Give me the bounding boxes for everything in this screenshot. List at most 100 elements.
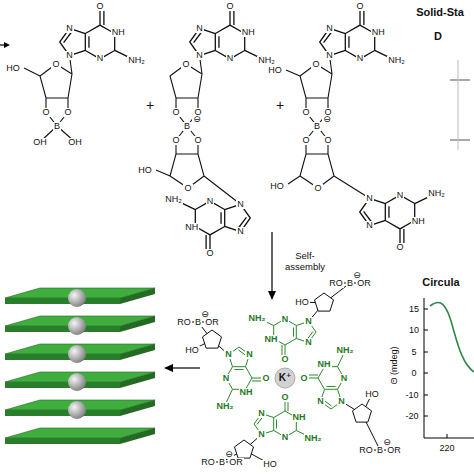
atom-label: N	[365, 194, 374, 203]
quartet-atom-label: N	[316, 397, 325, 406]
atom-label: N	[325, 51, 334, 60]
atom-label: B	[218, 458, 226, 467]
atom-label: O	[301, 108, 310, 117]
panel-label: D	[433, 31, 443, 42]
atom-label: O	[301, 136, 310, 145]
atom-label: B	[183, 122, 191, 131]
quartet-atom-label: NH₂	[248, 314, 267, 323]
quartet-atom-label: NH₂	[336, 346, 355, 355]
quartet-atom-label: N	[224, 350, 233, 359]
atom-label: N	[325, 24, 334, 33]
atom-label: N	[96, 54, 105, 63]
atom-label: OR	[356, 279, 372, 288]
atom-label: ⊖	[322, 115, 332, 124]
quartet-atom-label: N	[257, 430, 266, 439]
quartet-atom-label: NH	[239, 388, 254, 397]
quartet-atom-label: N	[245, 350, 254, 359]
quartet-atom-label: N	[222, 374, 231, 383]
atom-label: RO	[358, 446, 374, 455]
atom-label: HO	[184, 346, 200, 355]
quartet-atom-label: NH	[264, 335, 279, 344]
atom-label: NH	[411, 217, 426, 226]
quartet-atom-label: N	[337, 397, 346, 406]
atom-label: NH₂	[427, 189, 446, 198]
ion-label: K⁺	[278, 373, 293, 383]
atom-label: O	[63, 108, 72, 117]
atom-label: NH	[241, 28, 256, 37]
atom-label: N	[236, 200, 245, 209]
panel-title: Solid-Sta	[415, 7, 465, 18]
atom-label: HO	[262, 460, 278, 469]
axis-label: Θ (mdeg)	[389, 345, 398, 385]
atom-label: B	[376, 446, 384, 455]
atom-label: N	[396, 191, 405, 200]
atom-label: OH	[67, 138, 83, 147]
atom-label: NH₂	[164, 195, 183, 204]
atom-label: O	[183, 184, 192, 193]
tick-label: -20	[404, 412, 419, 421]
atom-label: NH₂	[127, 56, 146, 65]
atom-label: N	[65, 24, 74, 33]
atom-label: B	[346, 279, 354, 288]
plus-sign: +	[275, 98, 285, 112]
panel-title: Circula	[421, 277, 460, 288]
quartet-atom-label: O	[280, 393, 289, 402]
atom-label: N	[195, 51, 204, 60]
plus-sign: +	[145, 98, 155, 112]
quartet-atom-label: O	[261, 374, 270, 383]
atom-label: HO	[267, 66, 283, 75]
atom-label: RO	[328, 279, 344, 288]
atom-label: RO	[200, 458, 216, 467]
quartet-atom-label: N	[304, 338, 313, 347]
atom-label: OR	[204, 318, 220, 327]
atom-label: N	[195, 24, 204, 33]
atom-label: N	[206, 197, 215, 206]
quartet-atom-label: NH₂	[216, 402, 235, 411]
atom-label: HO	[137, 166, 153, 175]
quartet-atom-label: NH	[292, 413, 307, 422]
atom-label: O	[95, 2, 104, 11]
atom-label: OH	[32, 138, 48, 147]
atom-label: O	[193, 136, 202, 145]
atom-label: B	[53, 122, 61, 131]
tick-label: -10	[404, 391, 419, 400]
atom-label: NH	[371, 28, 386, 37]
atom-label: O	[323, 136, 332, 145]
atom-label: HO	[294, 298, 310, 307]
quartet-atom-label: O	[299, 374, 308, 383]
quartet-atom-label: N	[257, 409, 266, 418]
atom-label: RO	[176, 318, 192, 327]
tick-label: 5	[410, 348, 417, 357]
step-label: Self-assembly	[275, 251, 335, 273]
quartet-atom-label: N	[340, 374, 349, 383]
quartet-atom-label: N	[281, 315, 290, 324]
atom-label: O	[181, 60, 190, 69]
atom-label: OR	[228, 458, 244, 467]
atom-label: N	[226, 54, 235, 63]
atom-label: NH	[111, 28, 126, 37]
atom-label: N	[65, 51, 74, 60]
atom-label: HO	[364, 390, 380, 399]
atom-label: O	[395, 243, 404, 252]
quartet-atom-label: O	[280, 355, 289, 364]
quartet-atom-label: N	[281, 433, 290, 442]
tick-label: 15	[408, 305, 420, 314]
atom-label: O	[171, 108, 180, 117]
atom-label: NH₂	[257, 56, 276, 65]
tick-label: 0	[410, 369, 417, 378]
atom-label: O	[171, 136, 180, 145]
atom-label: O	[41, 108, 50, 117]
atom-label: HO	[5, 64, 21, 73]
quartet-atom-label: NH₂	[304, 434, 323, 443]
atom-label: NH₂	[387, 56, 406, 65]
atom-label: B	[194, 318, 202, 327]
atom-label: O	[51, 60, 60, 69]
tick-label: 220	[438, 444, 455, 453]
atom-label: N	[236, 227, 245, 236]
quartet-atom-label: N	[304, 317, 313, 326]
atom-label: N	[365, 221, 374, 230]
atom-label: N	[356, 54, 365, 63]
